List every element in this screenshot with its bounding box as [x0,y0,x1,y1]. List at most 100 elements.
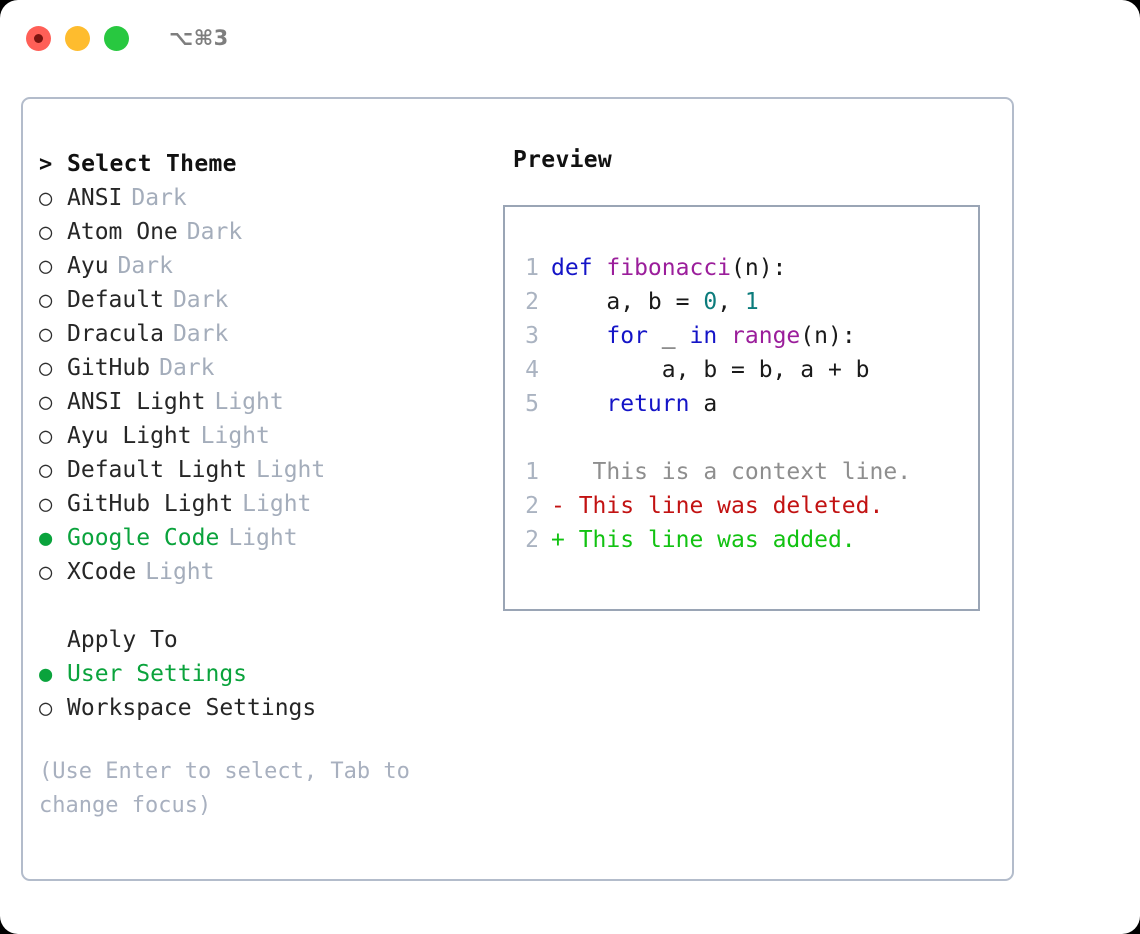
theme-variant-badge: Light [145,559,215,585]
theme-option-label: Atom One [67,219,178,245]
code-line: 5 return a [505,387,978,421]
minimize-button[interactable] [65,25,90,51]
apply-to-option-workspace-settings[interactable]: ○ Workspace Settings [39,691,503,725]
radio-unselected-icon: ○ [39,458,53,483]
diff-line-add: 2+ This line was added. [505,523,978,557]
diff-line-delete: 2- This line was deleted. [505,489,978,523]
diff-line-context: 1 This is a context line. [505,455,978,489]
code-line: 2 a, b = 0, 1 [505,285,978,319]
theme-variant-badge: Light [200,423,270,449]
line-number: 2 [525,289,539,315]
theme-option-github-light[interactable]: ○ GitHub Light Light [39,487,503,521]
radio-unselected-icon: ○ [39,696,53,721]
diff-line-text: This line was added. [564,527,856,553]
theme-option-label: Default [67,287,164,313]
code-token-function: fibonacci [606,255,732,281]
diff-sign: - [551,493,565,519]
radio-unselected-icon: ○ [39,492,53,517]
theme-option-label: Google Code [67,525,220,551]
code-token-plain: , [717,289,745,315]
theme-variant-badge: Dark [186,219,243,245]
preview-title: Preview [513,147,613,173]
code-line: 3 for _ in range(n): [505,319,978,353]
radio-unselected-icon: ○ [39,186,53,211]
line-number: 3 [525,323,539,349]
theme-option-dracula[interactable]: ○ Dracula Dark [39,317,503,351]
line-number: 2 [525,493,539,519]
apply-to-option-list: ● User Settings ○ Workspace Settings [39,657,503,725]
theme-option-label: XCode [67,559,137,585]
code-token-plain: (n): [800,323,856,349]
close-button[interactable] [26,25,51,51]
theme-option-label: GitHub Light [67,491,234,517]
code-token-plain: (n): [731,255,787,281]
theme-variant-badge: Light [214,389,284,415]
traffic-light-group [26,25,129,51]
spacer [505,421,978,455]
diff-line-text: This line was deleted. [564,493,884,519]
theme-variant-badge: Light [228,525,298,551]
radio-unselected-icon: ○ [39,288,53,313]
theme-variant-badge: Dark [172,287,229,313]
line-number: 1 [525,459,539,485]
code-token-plain: a, b = [551,289,704,315]
theme-variant-badge: Light [242,491,312,517]
code-token-number: 0 [703,289,718,315]
line-number: 4 [525,357,539,383]
code-token-function: range [731,323,801,349]
apply-to-option-user-settings[interactable]: ● User Settings [39,657,503,691]
code-line-text: return a [551,387,717,421]
code-line-text: def fibonacci(n): [551,251,786,285]
radio-unselected-icon: ○ [39,322,53,347]
apply-to-option-label: User Settings [67,661,248,687]
line-number: 1 [525,255,539,281]
line-number: 5 [525,391,539,417]
theme-option-label: Dracula [67,321,164,347]
prompt-caret-icon: > [39,152,53,177]
code-line: 1 def fibonacci(n): [505,251,978,285]
theme-option-default-light[interactable]: ○ Default Light Light [39,453,503,487]
theme-option-label: Default Light [67,457,248,483]
maximize-button[interactable] [104,25,129,51]
code-token-keyword: for [606,323,648,349]
keyboard-shortcut-label: ⌥⌘3 [169,26,229,50]
theme-variant-badge: Light [256,457,326,483]
keyboard-hint-text: (Use Enter to select, Tab to change focu… [39,759,410,818]
diff-line-text: This is a context line. [564,459,912,485]
radio-selected-icon: ● [39,662,53,687]
select-theme-title: Select Theme [67,151,237,177]
code-token-plain [551,323,606,349]
code-token-keyword: return [606,391,690,417]
diff-sample: 1 This is a context line.2- This line wa… [505,455,978,557]
title-bar: ⌥⌘3 [0,0,1140,76]
theme-variant-badge: Dark [131,185,187,211]
radio-unselected-icon: ○ [39,254,53,279]
diff-sign: + [551,527,565,553]
theme-option-default[interactable]: ○ Default Dark [39,283,503,317]
theme-option-ansi[interactable]: ○ ANSI Dark [39,181,503,215]
radio-unselected-icon: ○ [39,220,53,245]
theme-variant-badge: Dark [172,321,229,347]
spacer [39,589,503,623]
apply-to-option-label: Workspace Settings [67,695,317,721]
apply-to-title: Apply To [67,627,178,653]
theme-option-label: GitHub [67,355,151,381]
code-token-number: 1 [744,289,759,315]
code-token-plain: a [689,391,718,417]
theme-option-label: Ayu [67,253,109,279]
code-token-keyword: def [551,255,607,281]
theme-option-label: ANSI [67,185,123,211]
code-line: 4 a, b = b, a + b [505,353,978,387]
theme-option-atom-one[interactable]: ○ Atom One Dark [39,215,503,249]
